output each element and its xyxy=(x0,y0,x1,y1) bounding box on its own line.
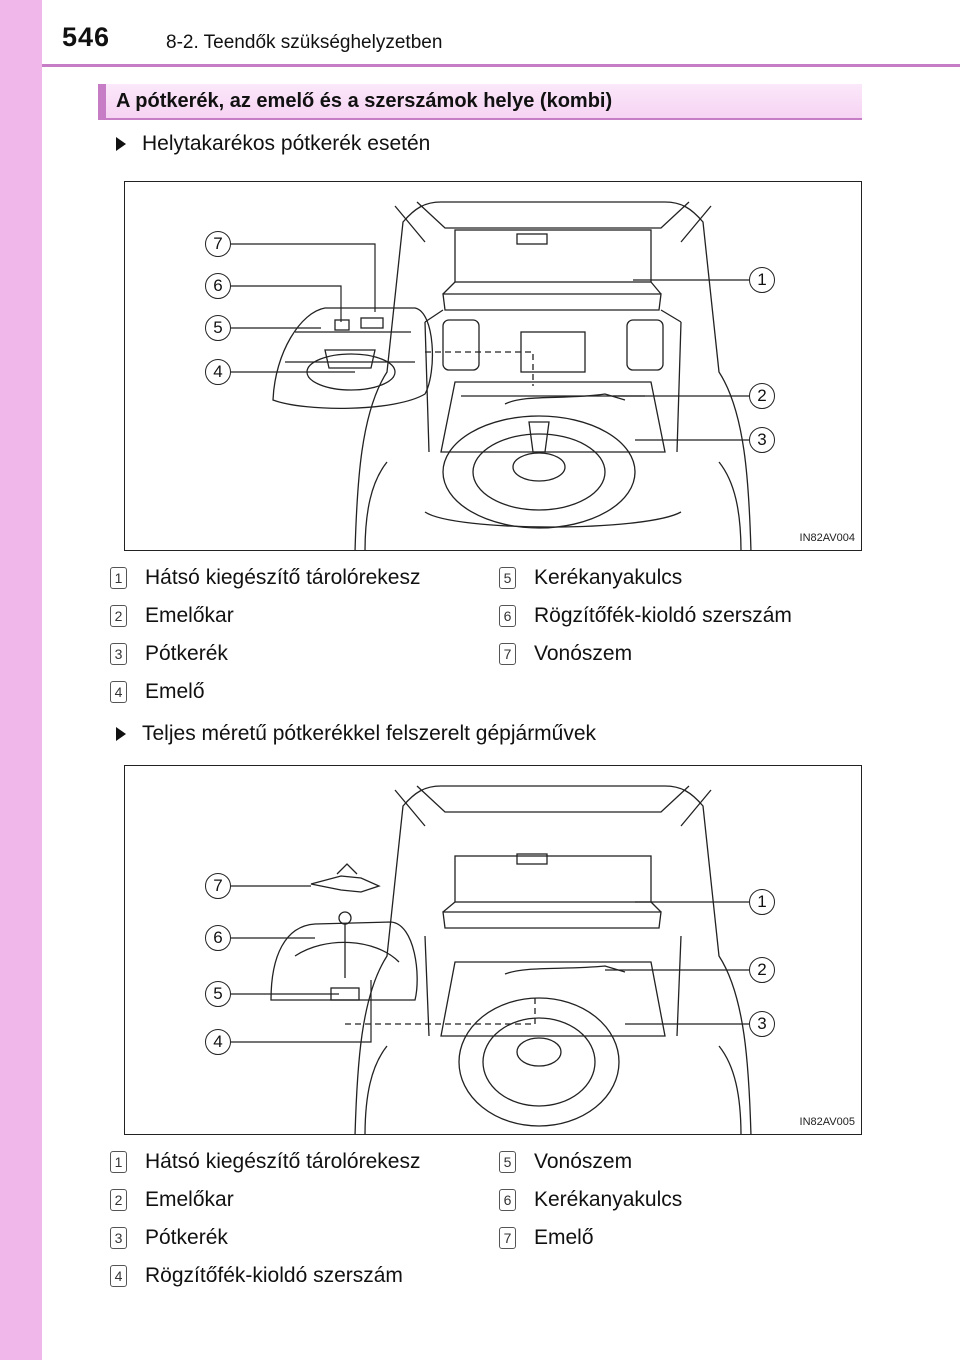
legend-label: Rögzítőfék-kioldó szerszám xyxy=(145,1264,403,1287)
legend-label: Emelő xyxy=(145,680,205,703)
section-title: 8-2. Teendők szükséghelyzetben xyxy=(166,32,443,53)
callout-2: 2 xyxy=(749,383,775,409)
legend-number: 3 xyxy=(110,1227,127,1249)
legend-label: Kerékanyakulcs xyxy=(534,1188,683,1211)
callout-6: 6 xyxy=(205,925,231,951)
callout-5: 5 xyxy=(205,315,231,341)
legend-number: 6 xyxy=(499,605,516,627)
legend-number: 5 xyxy=(499,1151,516,1173)
legend-label: Emelőkar xyxy=(145,1188,234,1211)
header-divider xyxy=(42,64,960,67)
legend-number: 5 xyxy=(499,567,516,589)
legend-item: 2 Emelőkar xyxy=(110,1188,234,1212)
legend-item: 4 Rögzítőfék-kioldó szerszám xyxy=(110,1264,403,1288)
legend-item: 7 Emelő xyxy=(499,1226,594,1250)
legend-item: 2 Emelőkar xyxy=(110,604,234,628)
callout-3: 3 xyxy=(749,1011,775,1037)
page-number: 546 xyxy=(62,22,111,52)
legend-item: 5 Vonószem xyxy=(499,1150,632,1174)
legend-label: Hátsó kiegészítő tárolórekesz xyxy=(145,1150,421,1173)
legend-number: 2 xyxy=(110,1189,127,1211)
legend-label: Vonószem xyxy=(534,1150,633,1173)
legend-label: Emelő xyxy=(534,1226,594,1249)
callout-1: 1 xyxy=(749,889,775,915)
title-bar: A pótkerék, az emelő és a szerszámok hel… xyxy=(98,84,862,120)
legend-number: 7 xyxy=(499,1227,516,1249)
subheading-text: Teljes méretű pótkerékkel felszerelt gép… xyxy=(142,722,597,745)
subheading-text: Helytakarékos pótkerék esetén xyxy=(142,132,431,155)
callout-5: 5 xyxy=(205,981,231,1007)
figure-code: IN82AV005 xyxy=(799,1116,855,1128)
legend-label: Emelőkar xyxy=(145,604,234,627)
legend-label: Vonószem xyxy=(534,642,633,665)
callout-7: 7 xyxy=(205,231,231,257)
callout-4: 4 xyxy=(205,1029,231,1055)
subheading-full-size-spare: Teljes méretű pótkerékkel felszerelt gép… xyxy=(116,722,596,746)
callout-7: 7 xyxy=(205,873,231,899)
legend-label: Pótkerék xyxy=(145,1226,228,1249)
legend-item: 1 Hátsó kiegészítő tárolórekesz xyxy=(110,1150,420,1174)
legend-number: 4 xyxy=(110,681,127,703)
figure-compact-spare: 7 6 5 4 1 2 3 IN82AV004 xyxy=(124,181,862,551)
callout-1: 1 xyxy=(749,267,775,293)
trunk-illustration-1 xyxy=(231,201,752,550)
trunk-illustration-2 xyxy=(231,785,752,1134)
legend-label: Rögzítőfék-kioldó szerszám xyxy=(534,604,792,627)
subheading-compact-spare: Helytakarékos pótkerék esetén xyxy=(116,132,430,156)
legend-label: Pótkerék xyxy=(145,642,228,665)
triangle-bullet-icon xyxy=(116,727,126,741)
callout-2: 2 xyxy=(749,957,775,983)
triangle-bullet-icon xyxy=(116,137,126,151)
callout-4: 4 xyxy=(205,359,231,385)
legend-item: 5 Kerékanyakulcs xyxy=(499,566,682,590)
legend-item: 6 Kerékanyakulcs xyxy=(499,1188,682,1212)
legend-item: 3 Pótkerék xyxy=(110,1226,228,1250)
legend-item: 4 Emelő xyxy=(110,680,205,704)
title-bar-accent xyxy=(98,84,106,118)
figure-code: IN82AV004 xyxy=(799,532,855,544)
legend-number: 1 xyxy=(110,1151,127,1173)
legend-item: 1 Hátsó kiegészítő tárolórekesz xyxy=(110,566,420,590)
title-bar-text: A pótkerék, az emelő és a szerszámok hel… xyxy=(116,90,613,112)
legend-item: 6 Rögzítőfék-kioldó szerszám xyxy=(499,604,792,628)
legend-number: 4 xyxy=(110,1265,127,1287)
legend-number: 7 xyxy=(499,643,516,665)
side-color-strip xyxy=(0,0,42,1360)
figure-full-size-spare: 7 6 5 4 1 2 3 IN82AV005 xyxy=(124,765,862,1135)
legend-label: Kerékanyakulcs xyxy=(534,566,683,589)
legend-number: 6 xyxy=(499,1189,516,1211)
legend-number: 1 xyxy=(110,567,127,589)
callout-6: 6 xyxy=(205,273,231,299)
legend-item: 3 Pótkerék xyxy=(110,642,228,666)
legend-number: 2 xyxy=(110,605,127,627)
legend-label: Hátsó kiegészítő tárolórekesz xyxy=(145,566,421,589)
legend-number: 3 xyxy=(110,643,127,665)
callout-3: 3 xyxy=(749,427,775,453)
legend-item: 7 Vonószem xyxy=(499,642,632,666)
